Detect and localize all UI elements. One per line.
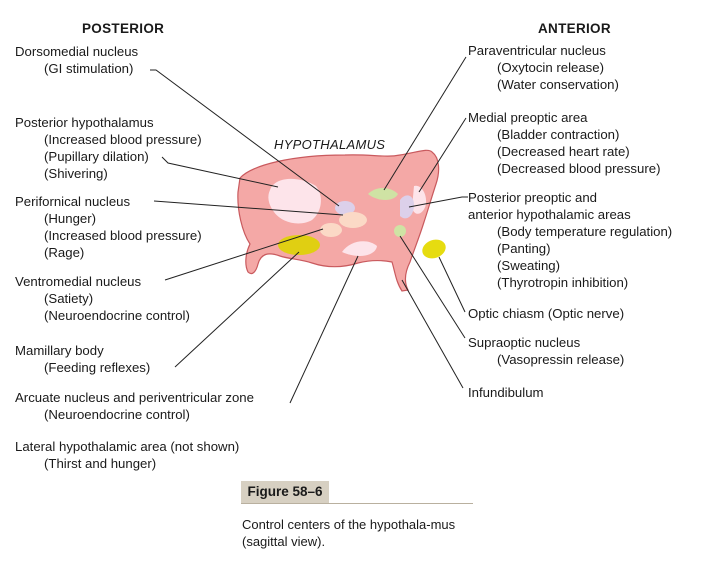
paraventricular-nucleus xyxy=(368,188,398,200)
optic-chiasm-leader xyxy=(438,256,466,313)
figure-divider xyxy=(241,503,473,504)
posterior-hypothalamus-detail: (Increased blood pressure) xyxy=(44,132,202,147)
posterior-preoptic-detail: (Panting) xyxy=(497,241,551,256)
paraventricular-leader xyxy=(383,56,467,191)
dorsomedial-nucleus xyxy=(335,201,355,215)
posterior-preoptic-label: Posterior preoptic and xyxy=(468,190,598,205)
posterior-hypothalamus-detail: (Shivering) xyxy=(44,166,108,181)
lateral-hypothalamic-label: Lateral hypothalamic area (not shown) xyxy=(15,439,240,454)
dorsomedial-detail: (GI stimulation) xyxy=(44,61,134,76)
arcuate-leader xyxy=(289,255,359,404)
anterior-header: ANTERIOR xyxy=(538,21,611,36)
supraoptic-detail: (Vasopressin release) xyxy=(497,352,625,367)
paraventricular-nucleus-label: Paraventricular nucleus xyxy=(468,43,606,58)
ventromedial-nucleus-label: Ventromedial nucleus xyxy=(15,274,142,289)
medial-preoptic-detail: (Decreased heart rate) xyxy=(497,144,630,159)
leader-lines xyxy=(150,56,468,404)
anterior-hypothalamic-label: anterior hypothalamic areas xyxy=(468,207,631,222)
ventromedial-detail: (Satiety) xyxy=(44,291,94,306)
supraoptic-nucleus xyxy=(394,225,406,237)
hypothalamus-shape xyxy=(237,149,440,292)
medial-preoptic-area xyxy=(412,185,427,214)
arcuate-detail: (Neuroendocrine control) xyxy=(44,407,190,422)
supraoptic-leader xyxy=(399,235,466,339)
ventromedial-detail: (Neuroendocrine control) xyxy=(44,308,190,323)
dorsomedial-leader xyxy=(150,69,340,207)
perifornical-nucleus-label: Perifornical nucleus xyxy=(15,194,131,209)
posterior-preoptic-detail: (Thyrotropin inhibition) xyxy=(497,275,629,290)
posterior-hypothalamus-detail: (Pupillary dilation) xyxy=(44,149,149,164)
perifornical-nucleus xyxy=(339,212,367,228)
ventromedial-nucleus xyxy=(320,223,342,237)
figure-number: Figure 58–6 xyxy=(241,481,329,503)
mamillary-leader xyxy=(174,251,300,368)
optic-chiasm-label: Optic chiasm (Optic nerve) xyxy=(468,306,625,321)
paraventricular-detail: (Oxytocin release) xyxy=(497,60,605,75)
infundibulum-leader xyxy=(401,279,464,389)
medial-preoptic-detail: (Decreased blood pressure) xyxy=(497,161,661,176)
supraoptic-nucleus-label: Supraoptic nucleus xyxy=(468,335,581,350)
mamillary-body-label: Mamillary body xyxy=(15,343,104,358)
posterior-preoptic-detail: (Sweating) xyxy=(497,258,561,273)
perifornical-detail: (Hunger) xyxy=(44,211,97,226)
optic-chiasm xyxy=(422,239,446,259)
ventromedial-leader xyxy=(164,228,324,281)
figure-caption: Control centers of the hypothala-mus (sa… xyxy=(242,517,456,549)
arcuate-nucleus-label: Arcuate nucleus and periventricular zone xyxy=(15,390,254,405)
perifornical-leader xyxy=(153,200,344,216)
posterior-preoptic-leader xyxy=(408,196,468,208)
medial-preoptic-leader xyxy=(418,117,467,193)
medial-preoptic-area-label: Medial preoptic area xyxy=(468,110,588,125)
perifornical-detail: (Increased blood pressure) xyxy=(44,228,202,243)
lateral-hypothalamic-detail: (Thirst and hunger) xyxy=(44,456,157,471)
medial-preoptic-detail: (Bladder contraction) xyxy=(497,127,620,142)
posterior-preoptic-detail: (Body temperature regulation) xyxy=(497,224,673,239)
mamillary-detail: (Feeding reflexes) xyxy=(44,360,151,375)
posterior-hypothalamus-label: Posterior hypothalamus xyxy=(15,115,154,130)
infundibulum-label: Infundibulum xyxy=(468,385,544,400)
posterior-header: POSTERIOR xyxy=(82,21,165,36)
posterior-hypothalamus-leader xyxy=(161,156,279,188)
perifornical-detail: (Rage) xyxy=(44,245,85,260)
hypothalamus-label: HYPOTHALAMUS xyxy=(274,137,386,152)
dorsomedial-nucleus-label: Dorsomedial nucleus xyxy=(15,44,139,59)
posterior-preoptic-area xyxy=(400,195,414,219)
paraventricular-detail: (Water conservation) xyxy=(497,77,619,92)
arcuate-nucleus xyxy=(342,241,377,257)
